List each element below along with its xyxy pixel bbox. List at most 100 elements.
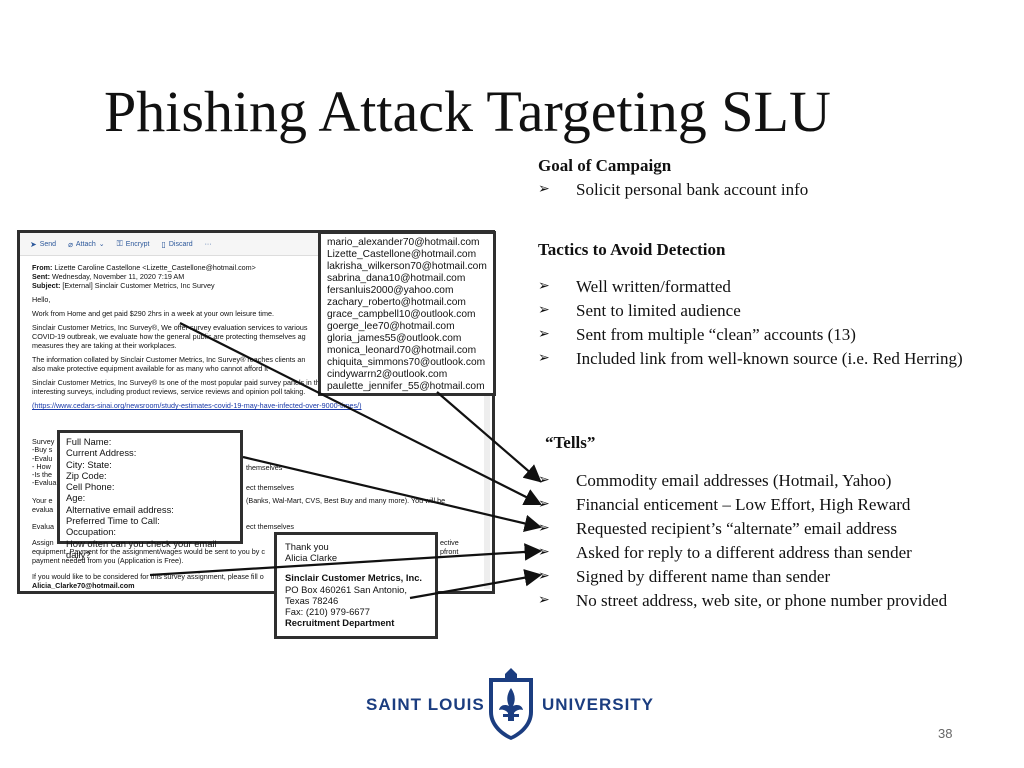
- email-signature: Thank you Alicia Clarke Sinclair Custome…: [274, 532, 438, 639]
- email-paragraph: Work from Home and get paid $290 2hrs in…: [32, 309, 274, 318]
- email-paragraph: Sinclair Customer Metrics, Inc Survey®, …: [32, 323, 308, 350]
- callout-arrow: [149, 543, 543, 577]
- encrypt-button[interactable]: ⚿Encrypt: [116, 239, 150, 248]
- email-scrollbar[interactable]: [484, 257, 490, 589]
- arrow-bullet-icon: ➢: [538, 279, 550, 294]
- sender-address: chiquita_simmons70@outlook.com: [327, 357, 486, 368]
- arrow-bullet-icon: ➢: [538, 351, 550, 366]
- sender-address: sabrina_dana10@hotmail.com: [327, 273, 466, 284]
- goal-item: ➢Solicit personal bank account info: [538, 178, 1018, 202]
- email-fragment: Evalua: [32, 522, 54, 531]
- tactics-item: ➢Well written/formatted: [538, 275, 978, 299]
- email-fragment: ect themselves: [246, 522, 294, 531]
- chevron-down-icon: ⌄: [98, 241, 105, 248]
- reply-address: Alicia_Clarke70@hotmail.com: [32, 581, 135, 590]
- slu-shield-logo-icon: [489, 668, 533, 740]
- tells-item: ➢Asked for reply to a different address …: [538, 541, 1024, 565]
- logo-text-left: SAINT LOUIS: [366, 695, 485, 714]
- email-fragment: themselves: [246, 463, 283, 472]
- callout-arrow: [436, 391, 542, 483]
- tells-item: ➢Financial enticement – Low Effort, High…: [538, 493, 1024, 517]
- signature-line: Thank you: [285, 541, 329, 552]
- sender-address: Lizette_Castellone@hotmail.com: [327, 249, 477, 260]
- email-fragment: equipment. Payment for the assignment/wa…: [32, 547, 265, 556]
- arrow-bullet-icon: ➢: [538, 545, 550, 560]
- sender-address: monica_leonard70@hotmail.com: [327, 345, 477, 356]
- page-number: 38: [938, 726, 953, 741]
- email-body: From: Lizette Caroline Castellone <Lizet…: [32, 263, 443, 415]
- arrow-bullet-icon: ➢: [538, 303, 550, 318]
- sender-address: lakrisha_wilkerson70@hotmail.com: [327, 261, 487, 272]
- signature-po-box: PO Box 460261 San Antonio,: [285, 583, 407, 595]
- form-field: Full Name:: [66, 436, 112, 447]
- email-subject: Subject: [External] Sinclair Customer Me…: [32, 281, 215, 290]
- form-field: Zip Code:: [66, 469, 107, 481]
- more-options-button[interactable]: ···: [204, 240, 212, 248]
- signature-name: Alicia Clarke: [285, 552, 338, 564]
- sender-address: fersanluis2000@yahoo.com: [327, 285, 454, 296]
- sender-address-list: mario_alexander70@hotmail.com Lizette_Ca…: [318, 231, 496, 396]
- callout-arrow: [242, 455, 543, 533]
- sender-address: gloria_james55@outlook.com: [327, 333, 462, 344]
- tells-item: ➢Signed by different name than sender: [538, 565, 1024, 589]
- tells-item: ➢Requested recipient’s “alternate” email…: [538, 517, 1024, 541]
- email-paragraph: Sinclair Customer Metrics, Inc Survey® I…: [32, 378, 444, 396]
- arrow-bullet-icon: ➢: [538, 569, 550, 584]
- attach-button[interactable]: ⌀Attach⌄: [68, 239, 105, 249]
- sender-address: zachary_roberto@hotmail.com: [327, 297, 466, 308]
- survey-lines: Survey -Buy s -Evalu - How -Is the -Eval…: [32, 437, 57, 488]
- email-fragment: payment needed from you (Application is …: [32, 556, 184, 565]
- arrow-bullet-icon: ➢: [538, 182, 550, 197]
- sender-address: cindywarrn2@outlook.com: [327, 369, 448, 380]
- email-fragment: ect themselves: [246, 483, 294, 492]
- form-field: City: State:: [66, 458, 112, 470]
- signature-department: Recruitment Department: [285, 617, 395, 629]
- email-sent: Sent: Wednesday, November 11, 2020 7:19 …: [32, 272, 185, 281]
- tells-heading: “Tells”: [545, 433, 596, 452]
- email-greeting: Hello,: [32, 295, 51, 304]
- callout-arrow: [179, 322, 542, 505]
- signature-fax: Fax: (210) 979-6677: [285, 606, 370, 618]
- arrow-bullet-icon: ➢: [538, 327, 550, 342]
- tactics-item: ➢Sent to limited audience: [538, 299, 978, 323]
- tells-list: ➢Commodity email addresses (Hotmail, Yah…: [538, 469, 1024, 613]
- paperclip-icon: ⌀: [68, 239, 73, 249]
- callout-arrow: [409, 569, 543, 600]
- form-field: Cell Phone:: [66, 481, 115, 493]
- tells-item: ➢No street address, web site, or phone n…: [538, 589, 1024, 613]
- arrow-bullet-icon: ➢: [538, 497, 550, 512]
- email-fragment: If you would like to be considered for t…: [32, 572, 264, 581]
- goal-list: ➢Solicit personal bank account info: [538, 178, 1018, 202]
- sender-address: mario_alexander70@hotmail.com: [327, 237, 480, 248]
- form-field: Age:: [66, 492, 86, 504]
- form-field: How often can you check your email daily…: [66, 537, 217, 560]
- sender-address: goerge_lee70@hotmail.com: [327, 321, 455, 332]
- sender-address: grace_campbell10@outlook.com: [327, 309, 476, 320]
- form-field: Alternative email address:: [66, 503, 174, 515]
- tactics-item: ➢Sent from multiple “clean” accounts (13…: [538, 323, 978, 347]
- logo-text-right: UNIVERSITY: [542, 695, 655, 714]
- email-from: From: Lizette Caroline Castellone <Lizet…: [32, 263, 256, 272]
- send-button[interactable]: ➤Send: [30, 239, 57, 249]
- form-field: Preferred Time to Call:: [66, 515, 160, 527]
- lock-icon: ⚿: [116, 239, 123, 248]
- email-fragment: Assign: [32, 538, 54, 547]
- email-link[interactable]: (https://www.cedars-sinai.org/newsroom/s…: [32, 401, 362, 410]
- tactics-heading: Tactics to Avoid Detection: [538, 240, 726, 259]
- tells-item: ➢Commodity email addresses (Hotmail, Yah…: [538, 469, 1024, 493]
- signature-company: Sinclair Customer Metrics, Inc.: [285, 572, 423, 584]
- signature-city: Texas 78246: [285, 594, 339, 606]
- form-field: Occupation:: [66, 526, 117, 538]
- slide-title: Phishing Attack Targeting SLU: [104, 79, 831, 144]
- trash-icon: ▯: [161, 239, 166, 249]
- arrow-bullet-icon: ➢: [538, 521, 550, 536]
- email-paragraph: The information collated by Sinclair Cus…: [32, 355, 306, 373]
- goal-heading: Goal of Campaign: [538, 156, 672, 175]
- email-fragment: ective: [440, 538, 459, 547]
- send-icon: ➤: [30, 239, 37, 249]
- form-field: Current Address:: [66, 447, 137, 459]
- discard-button[interactable]: ▯Discard: [161, 239, 193, 249]
- arrow-bullet-icon: ➢: [538, 473, 550, 488]
- email-fragment: Your e: [32, 496, 53, 505]
